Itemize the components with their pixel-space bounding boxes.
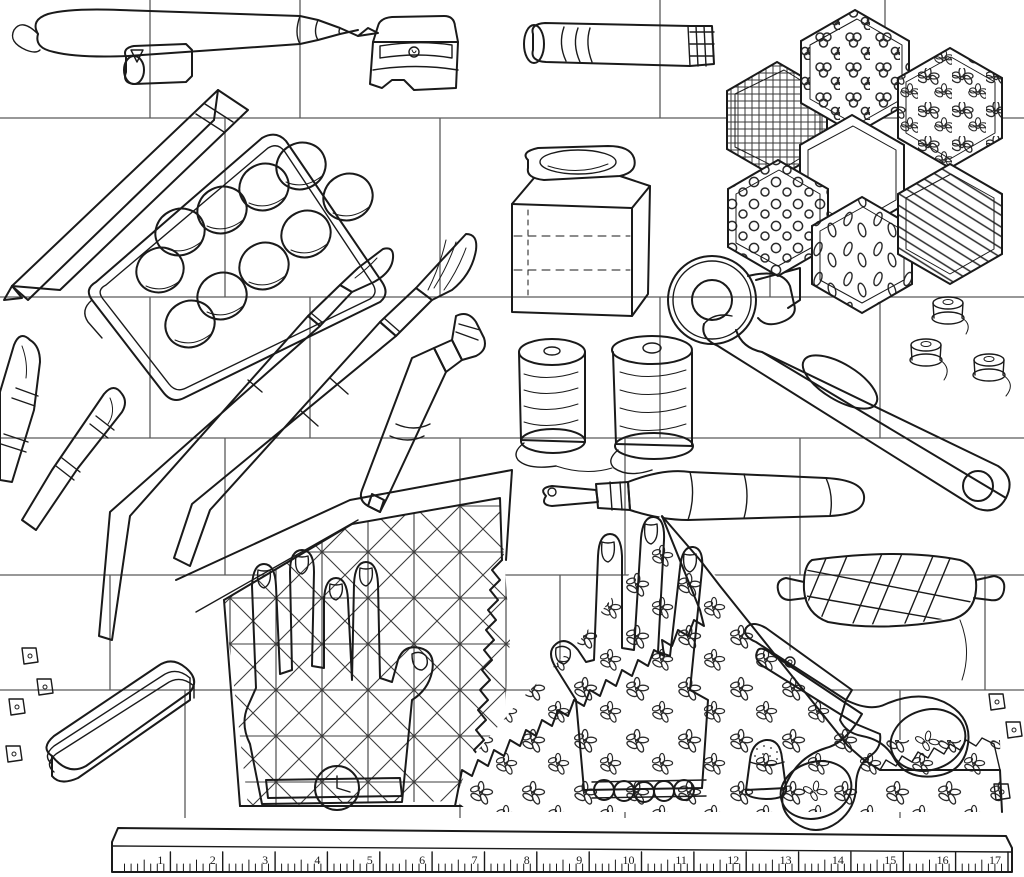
ruler-label: 7 <box>472 853 478 867</box>
glue-stick <box>523 22 715 67</box>
ruler-label: 10 <box>623 853 635 867</box>
bobbin-top <box>931 296 969 335</box>
pencil <box>3 89 249 301</box>
pen <box>11 8 379 58</box>
right-hand <box>550 515 709 803</box>
pencil-sharpener <box>369 15 459 91</box>
crayon-lower <box>21 387 126 531</box>
bobbin-left <box>909 338 948 381</box>
ruler-label: 11 <box>675 853 687 867</box>
bobbin-right <box>972 353 1011 397</box>
ruler-label: 14 <box>832 853 844 867</box>
ink-bottle <box>511 145 651 317</box>
thread-spool-left <box>515 338 613 472</box>
ruler-label: 2 <box>210 853 216 867</box>
ruler-label: 12 <box>727 853 739 867</box>
left-hand <box>243 549 434 811</box>
ruler-label: 4 <box>314 853 320 867</box>
hexagon-patch-dots <box>727 158 829 278</box>
ruler-label: 16 <box>937 853 949 867</box>
ruler-label: 6 <box>419 853 425 867</box>
scattered-buttons <box>5 647 1023 801</box>
paint-tube <box>359 313 486 513</box>
eraser-cap <box>123 43 193 85</box>
round-paintbrush <box>173 233 478 567</box>
ruler-label: 5 <box>367 853 373 867</box>
hexagon-patch-stripe <box>897 162 1003 286</box>
bead-bracelet <box>591 779 707 803</box>
thimble <box>744 738 788 800</box>
eraser-block <box>45 660 196 783</box>
ruler-label: 8 <box>524 853 530 867</box>
paint-palette <box>84 133 387 401</box>
wristwatch <box>265 765 403 811</box>
embroidery-scissors <box>744 623 970 831</box>
ruler-label: 15 <box>884 853 896 867</box>
ruler-label: 3 <box>262 853 268 867</box>
crayon-upper <box>0 335 41 483</box>
thread-spool-right <box>610 335 694 475</box>
ruler-label: 13 <box>780 853 792 867</box>
ruler-label: 9 <box>576 853 582 867</box>
liner-paintbrush <box>98 247 395 641</box>
seam-ripper <box>542 470 866 521</box>
ruler-label: 1 <box>157 853 163 867</box>
ruler-label: 17 <box>989 853 1001 867</box>
hexagon-quilt-patches <box>726 8 1003 315</box>
